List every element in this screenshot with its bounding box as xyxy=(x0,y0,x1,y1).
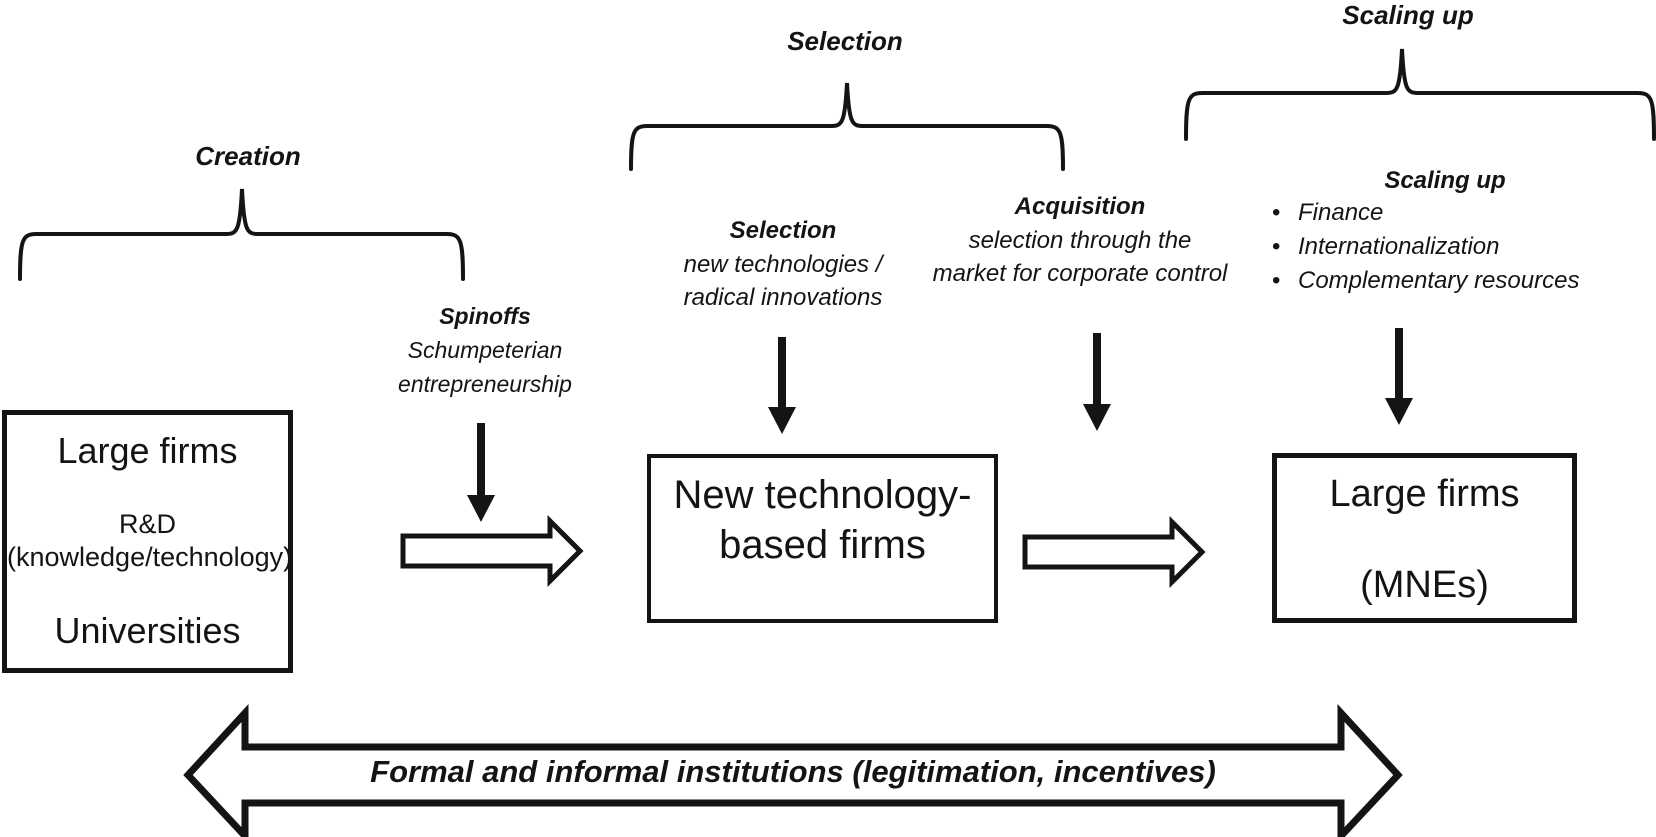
ntbf-box-line1: New technology- xyxy=(673,473,972,517)
bullet-label: Internationalization xyxy=(1298,233,1500,260)
scaling-bullet-complementary-resources: Complementary resources xyxy=(1272,267,1579,301)
ntbf-box-line2: based firms xyxy=(719,523,926,567)
selection-note-title: Selection xyxy=(729,217,837,244)
selection-note: Selection new technologies / radical inn… xyxy=(633,214,933,314)
origin-box-rd: R&D xyxy=(118,509,176,539)
mnes-box-title: Large firms xyxy=(1329,473,1520,515)
acquisition-arrow xyxy=(1083,333,1111,431)
acquisition-note-line1: selection through the xyxy=(968,227,1192,254)
scaling-bullet-internationalization: Internationalization xyxy=(1272,233,1499,267)
spinoffs-note: Spinoffs Schumpeterian entrepreneurship xyxy=(325,299,645,401)
acquisition-note-title: Acquisition xyxy=(1014,193,1146,220)
origin-box-universities: Universities xyxy=(54,610,241,651)
creation-brace xyxy=(18,188,465,281)
scaling-up-brace xyxy=(1184,48,1656,141)
institutions-double-arrow xyxy=(183,704,1403,837)
acquisition-note: Acquisition selection through the market… xyxy=(905,190,1255,290)
origin-box-title: Large firms xyxy=(57,430,238,471)
flow-arrow-origin-to-ntbf xyxy=(400,514,584,588)
stage-label-scaling-up: Scaling up xyxy=(1342,0,1474,30)
flow-arrow-ntbf-to-mnes xyxy=(1022,515,1206,589)
spinoffs-note-line1: Schumpeterian xyxy=(407,337,563,363)
acquisition-note-line2: market for corporate control xyxy=(932,260,1228,287)
selection-note-line2: radical innovations xyxy=(683,284,883,311)
scaling-bullet-finance: Finance xyxy=(1272,199,1383,233)
stage-label-creation: Creation xyxy=(195,141,301,171)
origin-box-knowledge: (knowledge/technology) xyxy=(7,542,293,572)
selection-arrow xyxy=(768,337,796,434)
stage-label-selection: Selection xyxy=(787,26,903,56)
selection-brace xyxy=(629,82,1065,171)
bullet-icon xyxy=(1272,199,1298,227)
bullet-label: Complementary resources xyxy=(1298,267,1580,294)
institutions-arrow-label: Formal and informal institutions (legiti… xyxy=(370,754,1216,789)
bullet-label: Finance xyxy=(1298,199,1384,226)
scaling-up-arrow xyxy=(1385,328,1413,425)
mnes-box-subtitle: (MNEs) xyxy=(1360,564,1489,606)
selection-note-line1: new technologies / xyxy=(683,251,883,278)
mnes-box: Large firms (MNEs) xyxy=(1272,453,1577,623)
bullet-icon xyxy=(1272,233,1298,261)
spinoffs-arrow xyxy=(467,423,495,522)
spinoffs-note-title: Spinoffs xyxy=(439,303,531,329)
bullet-icon xyxy=(1272,267,1298,295)
origin-box: Large firms R&D (knowledge/technology) U… xyxy=(2,410,293,673)
scaling-note-title: Scaling up xyxy=(1384,167,1506,194)
spinoffs-note-line2: entrepreneurship xyxy=(398,371,572,397)
ntbf-box: New technology- based firms xyxy=(647,454,998,623)
